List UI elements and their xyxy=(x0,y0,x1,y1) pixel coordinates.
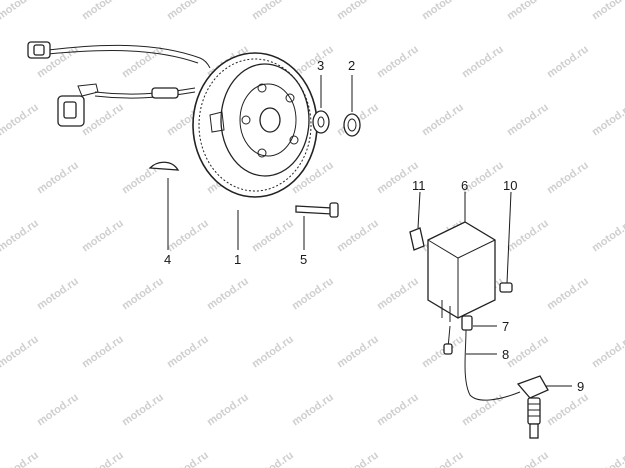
watermark-text: motod.ru xyxy=(80,0,126,22)
callout-11: 11 xyxy=(412,178,426,193)
watermark-text: motod.ru xyxy=(35,275,81,312)
watermark-text: motod.ru xyxy=(290,391,336,428)
watermark-text: motod.ru xyxy=(420,101,466,138)
watermark-text: motod.ru xyxy=(165,333,211,370)
watermark-text: motod.ru xyxy=(0,101,41,138)
watermark-text: motod.ru xyxy=(505,0,551,22)
ht-lead-part xyxy=(443,315,549,439)
watermark-text: motod.ru xyxy=(505,333,551,370)
watermark-text: motod.ru xyxy=(420,449,466,468)
callout-labels: 1 2 3 4 5 6 7 8 9 10 11 xyxy=(164,58,584,394)
watermark-text: motod.ru xyxy=(420,0,466,22)
watermark-text: motod.ru xyxy=(460,43,506,80)
watermark-text: motod.ru xyxy=(250,217,296,254)
watermark-text: motod.ru xyxy=(590,101,625,138)
callout-6: 6 xyxy=(461,178,468,193)
nut-part xyxy=(343,113,361,137)
watermark-text: motod.ru xyxy=(290,275,336,312)
watermark-text: motod.ru xyxy=(545,43,591,80)
callout-4: 4 xyxy=(164,252,171,267)
watermark-text: motod.ru xyxy=(0,217,41,254)
bolt-part xyxy=(499,282,513,293)
callout-1: 1 xyxy=(234,252,241,267)
watermark-text: motod.ru xyxy=(590,333,625,370)
clip-part xyxy=(409,227,425,251)
watermark-text: motod.ru xyxy=(505,217,551,254)
callout-3: 3 xyxy=(317,58,324,73)
watermark-text: motod.ru xyxy=(80,217,126,254)
watermark-text: motod.ru xyxy=(335,0,381,22)
watermark-text: motod.ru xyxy=(0,333,41,370)
watermark-text: motod.ru xyxy=(590,0,625,22)
watermark-text: motod.ru xyxy=(335,333,381,370)
watermark-text: motod.ru xyxy=(545,391,591,428)
watermark-text: motod.ru xyxy=(35,391,81,428)
watermark-text: motod.ru xyxy=(335,217,381,254)
callout-5: 5 xyxy=(300,252,307,267)
watermark-text: motod.ru xyxy=(375,391,421,428)
leader-lines xyxy=(167,75,572,387)
watermark-text: motod.ru xyxy=(375,275,421,312)
screw-part xyxy=(295,202,339,218)
watermark-text: motod.ru xyxy=(250,0,296,22)
watermark-text: motod.ru xyxy=(250,449,296,468)
watermark-text: motod.ru xyxy=(505,449,551,468)
watermark-text: motod.ru xyxy=(250,333,296,370)
watermark-text: motod.ru xyxy=(0,0,41,22)
watermark-text: motod.ru xyxy=(590,217,625,254)
callout-8: 8 xyxy=(502,347,509,362)
watermark-text: motod.ru xyxy=(460,391,506,428)
watermark-text: motod.ru xyxy=(0,449,41,468)
callout-9: 9 xyxy=(577,379,584,394)
watermark-text: motod.ru xyxy=(80,449,126,468)
callout-7: 7 xyxy=(502,319,509,334)
watermark-text: motod.ru xyxy=(165,449,211,468)
watermark-text: motod.ru xyxy=(165,217,211,254)
watermark-text: motod.ru xyxy=(545,275,591,312)
watermark-text: motod.ru xyxy=(205,275,251,312)
ignition-coil-part xyxy=(427,221,496,322)
watermark-text: motod.ru xyxy=(205,391,251,428)
watermark-text: motod.ru xyxy=(335,449,381,468)
watermark-text: motod.ru xyxy=(505,101,551,138)
watermark-text: motod.ru xyxy=(35,159,81,196)
washer-part xyxy=(312,110,330,134)
callout-10: 10 xyxy=(503,178,517,193)
watermark-text: motod.ru xyxy=(590,449,625,468)
watermark-text: motod.ru xyxy=(120,391,166,428)
watermark-text: motod.ru xyxy=(420,333,466,370)
watermark-text: motod.ru xyxy=(120,43,166,80)
watermark-text: motod.ru xyxy=(80,101,126,138)
callout-2: 2 xyxy=(348,58,355,73)
watermark-text: motod.ru xyxy=(120,275,166,312)
watermark-text: motod.ru xyxy=(545,159,591,196)
key-part xyxy=(148,161,180,171)
watermark-text: motod.ru xyxy=(80,333,126,370)
watermark-text: motod.ru xyxy=(375,43,421,80)
watermark-text: motod.ru xyxy=(165,0,211,22)
